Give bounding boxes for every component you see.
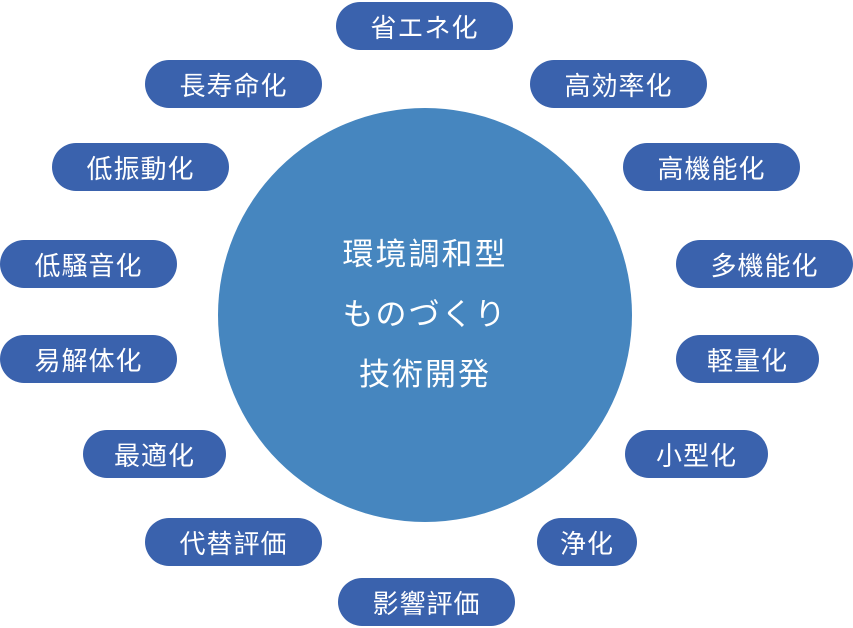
pill-multi-function: 多機能化 [676, 240, 853, 288]
pill-easy-disassembly: 易解体化 [0, 335, 177, 383]
pill-low-noise: 低騒音化 [0, 240, 177, 288]
pill-high-function: 高機能化 [623, 143, 800, 191]
pill-miniaturization: 小型化 [625, 430, 768, 478]
pill-purification: 浄化 [537, 518, 637, 566]
center-line: 環境調和型 [342, 237, 508, 273]
center-circle: 環境調和型 ものづくり 技術開発 [218, 108, 632, 522]
center-line: 技術開発 [359, 357, 491, 393]
pill-optimization: 最適化 [83, 430, 226, 478]
pill-lightweight: 軽量化 [676, 335, 819, 383]
pill-impact-evaluation: 影響評価 [338, 578, 515, 626]
pill-high-efficiency: 高効率化 [530, 60, 707, 108]
pill-long-life: 長寿命化 [145, 60, 322, 108]
pill-energy-saving: 省エネ化 [336, 2, 513, 50]
center-line: ものづくり [342, 297, 508, 333]
pill-low-vibration: 低振動化 [52, 143, 229, 191]
pill-alternative-evaluation: 代替評価 [145, 518, 322, 566]
